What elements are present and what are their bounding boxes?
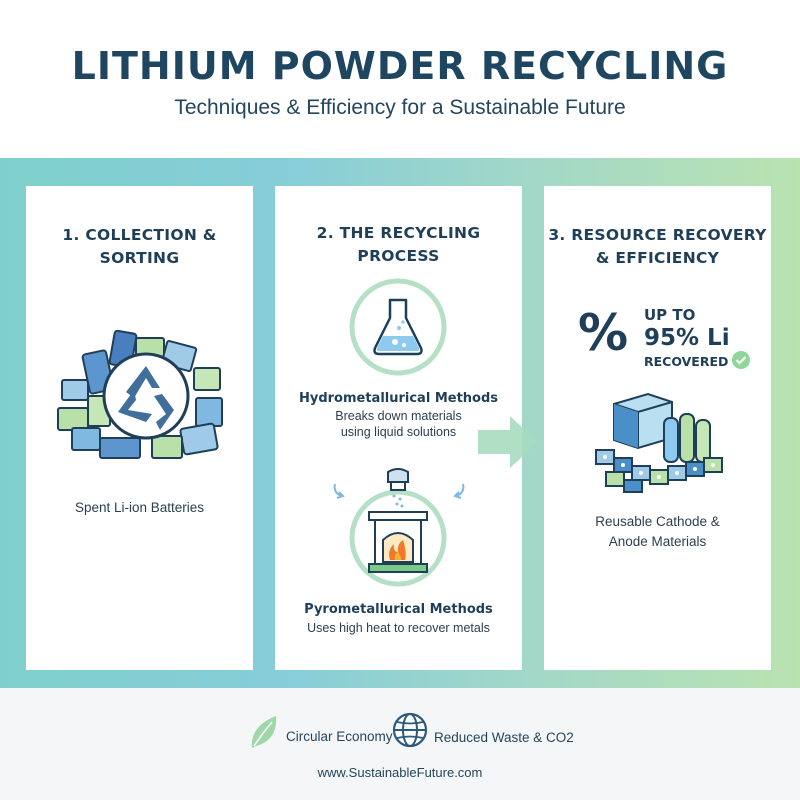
footer-item-circular-economy: Circular Economy	[286, 729, 393, 744]
furnace-icon	[349, 468, 447, 587]
footer-url[interactable]: www.SustainableFuture.com	[317, 765, 483, 780]
footer	[0, 688, 800, 800]
header: LITHIUM POWDER RECYCLING Techniques & Ef…	[0, 0, 800, 158]
step-caption: Spent Li-ion Batteries	[74, 500, 205, 515]
method-title-hydro: Hydrometallurical Methods	[298, 391, 499, 406]
step-title: 2. THE RECYCLING PROCESS	[316, 224, 481, 265]
stat-prefix: UP TO	[644, 306, 696, 324]
method-desc-pyro: Uses high heat to recover metals	[307, 621, 490, 635]
battery-pile-recycle-icon	[57, 329, 223, 459]
leaf-icon	[251, 716, 277, 748]
step-card-recovery: 3. RESOURCE RECOVERY & EFFICIENCY % UP T…	[544, 186, 771, 670]
stat-value: 95% Li	[644, 325, 730, 351]
method-title-pyro: Pyrometallurical Methods	[304, 602, 493, 617]
step-card-process: 2. THE RECYCLING PROCESS Hydrometalluric…	[275, 186, 522, 670]
check-circle-icon	[732, 351, 750, 369]
step-card-collection: 1. COLLECTION & SORTING Spent Li-ion Bat…	[26, 186, 253, 670]
percent-symbol: %	[578, 304, 629, 362]
globe-icon	[392, 712, 428, 748]
arrow-right-icon	[478, 416, 538, 468]
footer-item-reduced-waste: Reduced Waste & CO2	[434, 730, 574, 745]
stat-suffix: RECOVERED	[644, 354, 729, 369]
flask-icon	[349, 278, 447, 376]
step-caption: Reusable Cathode & Anode Materials	[595, 514, 720, 549]
page-subtitle: Techniques & Efficiency for a Sustainabl…	[174, 96, 626, 119]
curve-arrow-left-icon	[333, 483, 345, 499]
battery-materials-icon	[595, 392, 723, 493]
step-title: 3. RESOURCE RECOVERY & EFFICIENCY	[548, 226, 767, 267]
page-title: LITHIUM POWDER RECYCLING	[71, 44, 729, 88]
step-title: 1. COLLECTION & SORTING	[62, 226, 217, 267]
method-desc-hydro: Breaks down materials using liquid solut…	[335, 409, 462, 439]
curve-arrow-right-icon	[453, 483, 465, 499]
